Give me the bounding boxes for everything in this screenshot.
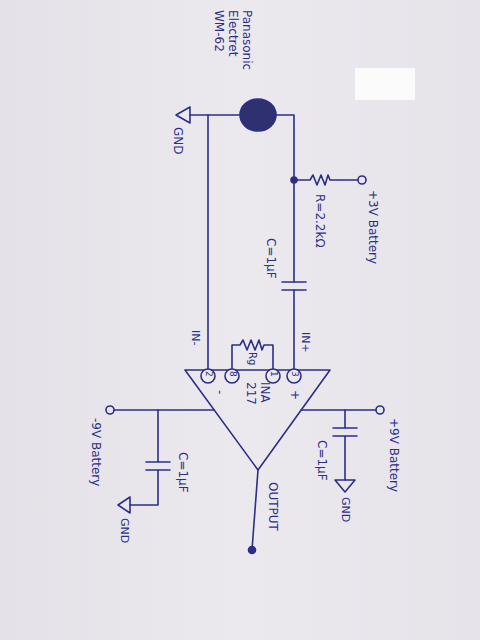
part-name: Panasonic Electret WM-62: [212, 10, 254, 76]
pin-number: 8: [227, 371, 238, 377]
supply-label: +3V Battery: [366, 190, 380, 264]
amplifier-symbol: [185, 370, 330, 470]
ground-symbol: [176, 107, 190, 123]
pin-sign: -: [213, 390, 227, 394]
terminal: [376, 406, 384, 414]
wire: [190, 114, 240, 116]
wire: [276, 115, 294, 282]
pin-name: IN-: [189, 330, 202, 345]
resistor-symbol: [294, 175, 358, 185]
output-dot: [249, 547, 256, 554]
terminal: [358, 176, 366, 184]
supply-label: -9V Battery: [89, 418, 103, 486]
part-name: INA 217: [244, 382, 272, 410]
part-name: Rg: [246, 352, 258, 365]
pin-circle: [287, 369, 301, 383]
capacitor-symbol: [130, 410, 170, 505]
microphone-symbol: [240, 99, 276, 131]
ground-label: GND: [118, 518, 131, 543]
pin-name: IN+: [299, 332, 312, 353]
wire: [114, 409, 214, 411]
supply-label: +9V Battery: [387, 418, 401, 492]
blank-patch: [355, 68, 415, 100]
pin-circle: [201, 369, 215, 383]
pin-circle: [225, 369, 239, 383]
capacitor-symbol: [282, 282, 306, 290]
resistor-symbol: [232, 340, 273, 369]
amplifier-box: INA 217: [185, 370, 330, 470]
wire: [301, 409, 376, 411]
wire: [252, 470, 258, 550]
ground-symbol: [118, 497, 130, 513]
value-label: C=1µF: [264, 238, 278, 279]
pin-number: 2: [203, 371, 214, 377]
pin-number: 3: [289, 371, 300, 377]
pin-number: 1: [268, 371, 279, 377]
value-label: C=1µF: [315, 440, 329, 481]
wire: [207, 115, 209, 369]
pin-circle: [266, 369, 280, 383]
wire: [293, 290, 295, 369]
terminal: [106, 406, 114, 414]
capacitor-symbol: [333, 410, 357, 480]
output-label: OUTPUT: [266, 482, 280, 531]
ground-label: GND: [171, 127, 185, 155]
value-label: C=1µF: [176, 452, 190, 493]
ground-label: GND: [339, 497, 352, 522]
pin-sign: +: [288, 390, 302, 400]
ground-symbol: [335, 480, 355, 492]
value-label: R=2.2kΩ: [313, 194, 327, 248]
